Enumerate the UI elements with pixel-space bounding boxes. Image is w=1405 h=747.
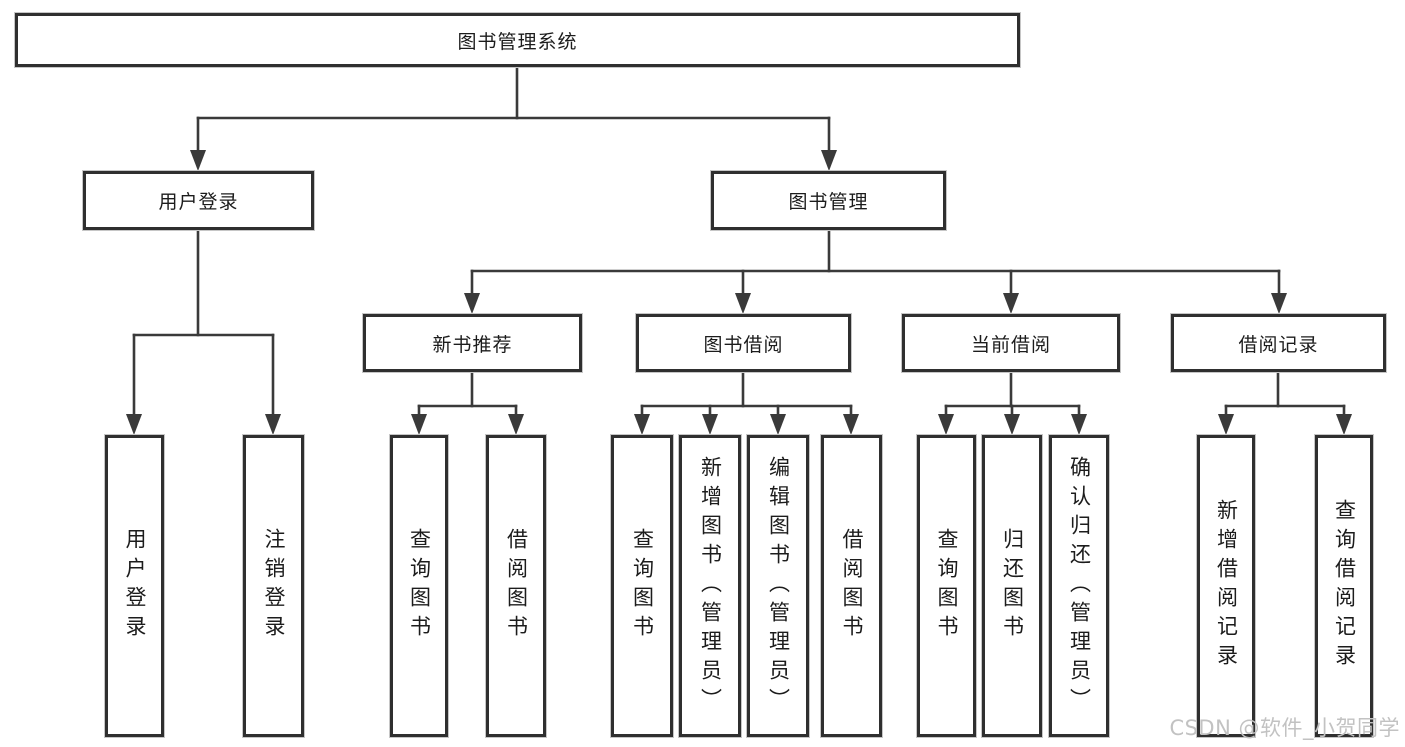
node-root-label: 图书管理系统 <box>457 30 578 53</box>
leaf-user-login-label: 用户登录 <box>123 528 147 644</box>
node-borrow-records-label: 借阅记录 <box>1238 333 1319 356</box>
leaf-current-return-label: 归还图书 <box>1000 528 1025 644</box>
leaf-records-add: 新增借阅记录 <box>1197 435 1255 737</box>
node-book-management: 图书管理 <box>711 171 946 230</box>
leaf-borrow-borrow-book: 借阅图书 <box>821 435 882 737</box>
leaf-borrow-edit-book: 编辑图书（管理员） <box>747 435 809 737</box>
leaf-current-confirm-return: 确认归还（管理员） <box>1049 435 1109 737</box>
node-book-management-label: 图书管理 <box>788 191 869 213</box>
leaf-borrow-add-book: 新增图书（管理员） <box>679 435 741 737</box>
node-root: 图书管理系统 <box>15 13 1020 67</box>
node-book-borrow-label: 图书借阅 <box>703 333 784 356</box>
leaf-current-return: 归还图书 <box>982 435 1042 737</box>
leaf-newbooks-borrow: 借阅图书 <box>486 435 546 737</box>
leaf-borrow-query: 查询图书 <box>611 435 673 737</box>
leaf-current-query-label: 查询图书 <box>935 528 959 644</box>
node-book-borrow: 图书借阅 <box>636 314 851 372</box>
leaf-user-login: 用户登录 <box>105 435 164 737</box>
leaf-current-query: 查询图书 <box>917 435 976 737</box>
leaf-borrow-query-label: 查询图书 <box>630 528 655 644</box>
leaf-logout: 注销登录 <box>243 435 304 737</box>
leaf-records-query: 查询借阅记录 <box>1315 435 1373 737</box>
node-borrow-records: 借阅记录 <box>1171 314 1386 372</box>
leaf-logout-label: 注销登录 <box>262 528 286 644</box>
node-user-login-label: 用户登录 <box>158 191 239 213</box>
node-new-book-recommend: 新书推荐 <box>363 314 582 372</box>
leaf-newbooks-borrow-label: 借阅图书 <box>504 528 529 644</box>
node-new-book-recommend-label: 新书推荐 <box>432 333 513 356</box>
leaf-borrow-borrow-book-label: 借阅图书 <box>840 528 864 644</box>
leaf-borrow-add-book-label: 新增图书（管理员） <box>698 455 723 717</box>
leaf-newbooks-query-label: 查询图书 <box>407 528 432 644</box>
node-current-borrow: 当前借阅 <box>902 314 1120 372</box>
leaf-borrow-edit-book-label: 编辑图书（管理员） <box>766 455 791 717</box>
watermark: CSDN @软件_小贺同学 <box>1169 716 1400 740</box>
leaf-newbooks-query: 查询图书 <box>390 435 448 737</box>
node-current-borrow-label: 当前借阅 <box>970 333 1051 356</box>
leaf-records-query-label: 查询借阅记录 <box>1332 499 1357 673</box>
node-user-login: 用户登录 <box>83 171 314 230</box>
leaf-records-add-label: 新增借阅记录 <box>1214 499 1239 673</box>
leaf-current-confirm-return-label: 确认归还（管理员） <box>1067 455 1092 717</box>
